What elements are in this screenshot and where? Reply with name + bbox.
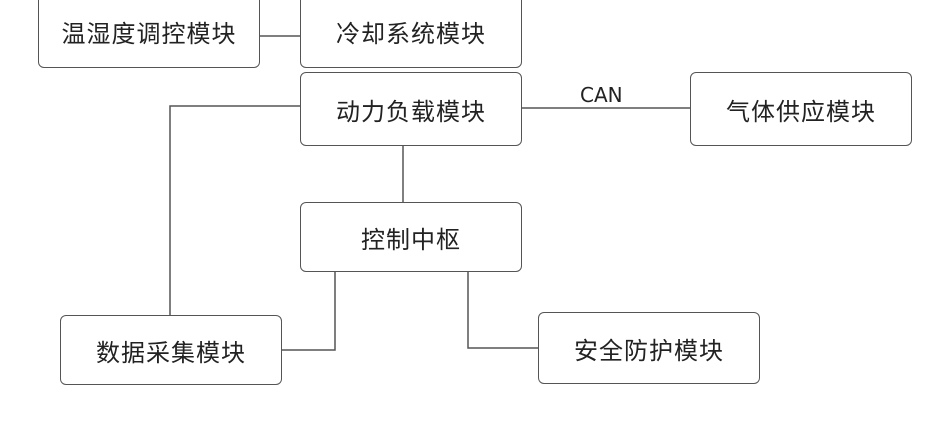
- node-gas-supply-label: 气体供应模块: [726, 92, 876, 127]
- node-data-collection-label: 数据采集模块: [96, 333, 246, 368]
- node-cooling: 冷却系统模块: [300, 0, 522, 68]
- node-data-collection: 数据采集模块: [60, 315, 282, 385]
- edge-control-safety: [468, 272, 538, 348]
- node-safety: 安全防护模块: [538, 312, 760, 384]
- node-power-load-label: 动力负载模块: [336, 92, 486, 127]
- node-control-hub: 控制中枢: [300, 202, 522, 272]
- node-temp-humidity-label: 温湿度调控模块: [62, 14, 237, 49]
- node-temp-humidity: 温湿度调控模块: [38, 0, 260, 68]
- node-control-hub-label: 控制中枢: [361, 220, 461, 255]
- node-power-load: 动力负载模块: [300, 72, 522, 146]
- node-safety-label: 安全防护模块: [574, 331, 724, 366]
- node-gas-supply: 气体供应模块: [690, 72, 912, 146]
- edge-data-control: [282, 272, 335, 350]
- edge-data-power: [170, 106, 300, 315]
- edge-label-can: CAN: [580, 83, 623, 107]
- node-cooling-label: 冷却系统模块: [336, 14, 486, 49]
